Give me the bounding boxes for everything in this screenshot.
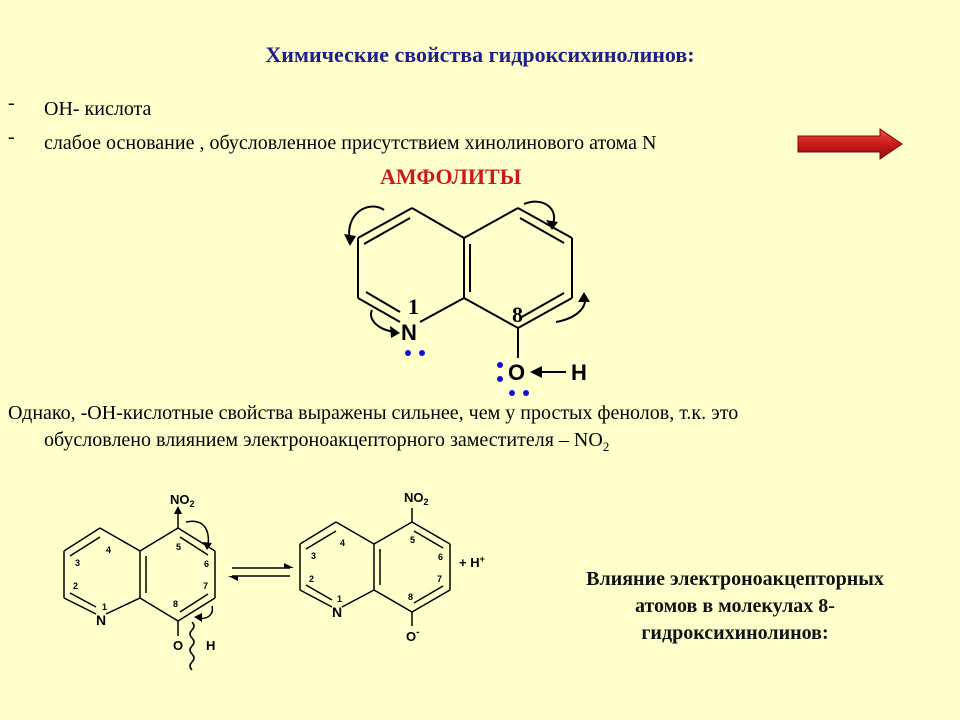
right-number-5: 5 — [410, 535, 415, 545]
right-oxygen-label: O- — [406, 627, 419, 644]
left-number-4: 4 — [106, 545, 111, 555]
right-number-2: 2 — [309, 574, 314, 584]
left-no2-label: NO2 — [170, 492, 195, 509]
left-number-2: 2 — [73, 581, 78, 591]
position-1-label: 1 — [408, 294, 419, 319]
scheme-caption: Влияние электроноакцепторных атомов в мо… — [586, 568, 884, 644]
right-number-3: 3 — [311, 551, 316, 561]
left-nitrogen-label: N — [96, 612, 106, 628]
proton-label: + H+ — [459, 554, 485, 570]
right-nitrogen-label: N — [332, 604, 342, 620]
nitrogen-atom-label: N — [401, 320, 417, 345]
position-8-label: 8 — [512, 302, 523, 327]
right-number-1: 1 — [337, 594, 342, 604]
right-number-7: 7 — [437, 574, 442, 584]
left-number-8: 8 — [173, 599, 178, 609]
bullet-text: ОН- кислота — [44, 98, 152, 120]
paragraph-line-1: Однако, -ОН-кислотные свойства выражены … — [8, 402, 739, 424]
right-number-4: 4 — [340, 538, 345, 548]
left-oxygen-label: O — [173, 638, 183, 653]
left-hydrogen-label: H — [206, 638, 215, 653]
left-number-1: 1 — [102, 602, 107, 612]
page-title: Химические свойства гидроксихинолинов: — [265, 42, 695, 67]
right-number-8: 8 — [408, 592, 413, 602]
left-number-5: 5 — [176, 542, 181, 552]
right-no2-label: NO2 — [404, 490, 429, 507]
bullet-text: слабое основание , обусловленное присутс… — [44, 132, 657, 154]
bullet-marker: - — [8, 126, 15, 148]
right-number-6: 6 — [438, 552, 443, 562]
quinoline-structure: 1 8 N O H — [344, 200, 590, 396]
bullet-marker: - — [8, 92, 15, 114]
paragraph-line-2: обусловлено влиянием электроноакцепторно… — [44, 429, 610, 454]
left-number-7: 7 — [203, 581, 208, 591]
left-number-6: 6 — [204, 559, 209, 569]
explanation-paragraph: Однако, -ОН-кислотные свойства выражены … — [8, 400, 950, 460]
right-arrow-icon — [797, 128, 903, 160]
ampholytes-label: АМФОЛИТЫ — [380, 164, 522, 189]
hydrogen-atom-label: H — [571, 360, 587, 385]
oxygen-atom-label: O — [508, 360, 525, 385]
left-number-3: 3 — [75, 558, 80, 568]
